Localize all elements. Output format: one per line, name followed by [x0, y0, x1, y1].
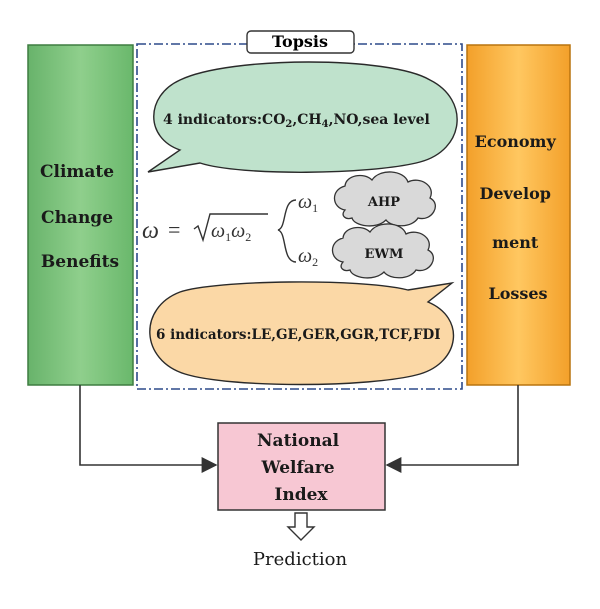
svg-text:ω1: ω1 [298, 191, 318, 215]
left-box-line-2: Change [41, 208, 113, 228]
top-indicator-bubble [147, 61, 458, 173]
nwi-line-1: National [257, 431, 340, 451]
ahp-cloud [333, 171, 436, 227]
ewm-cloud [331, 223, 434, 279]
bottom-indicator-bubble [149, 281, 455, 386]
prediction-label: Prediction [253, 549, 348, 570]
nwi-line-2: Welfare [260, 458, 334, 478]
ahp-label: AHP [367, 195, 400, 210]
national-welfare-index-box [217, 422, 386, 511]
right-box-line-2: Develop [479, 184, 550, 203]
hollow-down-arrow [286, 512, 316, 541]
topsis-label-box [246, 30, 355, 54]
svg-text:Climate Change Benefit: Climate Change Benefits [40, 162, 120, 272]
economy-development-losses-box [466, 44, 571, 386]
ewm-label: EWM [365, 247, 404, 262]
weight-formula: ω = ω1ω2 ω1 ω2 [142, 191, 318, 269]
svg-text:National Welfare Index: National Welfare Index [257, 431, 345, 505]
left-to-nwi-arrow [79, 385, 218, 473]
svg-text:ω1ω2: ω1ω2 [211, 220, 251, 244]
right-box-line-3: ment [492, 233, 539, 252]
right-box-line-1: Economy [475, 132, 557, 151]
left-box-line-3: Benefits [41, 252, 119, 272]
bottom-indicator-text: 6 indicators:LE,GE,GER,GGR,TCF,FDI [156, 327, 441, 343]
topsis-frame [136, 43, 463, 390]
svg-text:=: = [168, 217, 180, 242]
climate-change-benefits-box [27, 44, 134, 386]
top-indicator-text: 4 indicators:CO2,CH4,NO,sea level [163, 112, 430, 130]
sqrt-sign [193, 213, 268, 243]
nwi-line-3: Index [274, 485, 328, 505]
svg-text:ω2: ω2 [298, 245, 318, 269]
left-box-line-1: Climate [40, 162, 114, 182]
right-box-line-4: Losses [488, 284, 547, 303]
svg-text:Economy Develop ment: Economy Develop ment Losses [475, 132, 562, 303]
svg-text:ω: ω [142, 218, 159, 244]
right-to-nwi-arrow [385, 385, 519, 473]
curly-brace [277, 199, 297, 263]
topsis-label: Topsis [272, 32, 328, 51]
